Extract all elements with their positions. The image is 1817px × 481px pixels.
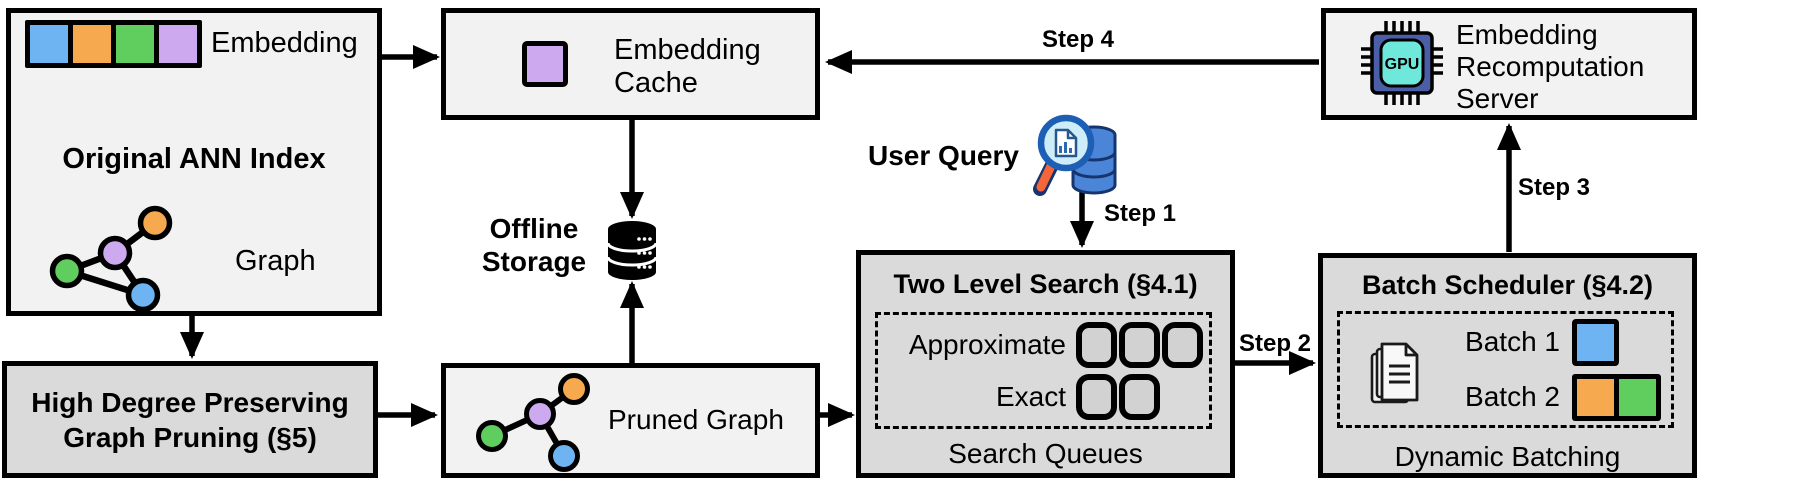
batch2-embedding-icons (1572, 373, 1661, 421)
approximate-queue-icons (1076, 321, 1209, 368)
ann-graph-icon (49, 205, 173, 313)
search-queues-caption: Search Queues (948, 438, 1143, 469)
embedding-cache-box: Embedding Cache (441, 8, 820, 120)
step1-label: Step 1 (1104, 200, 1177, 227)
high-degree-pruning-box: High Degree Preserving Graph Pruning (§5… (2, 361, 378, 478)
pruned-graph-icon (476, 373, 590, 472)
recomputation-server-title: Embedding Recomputation Server (1456, 19, 1645, 114)
original-ann-index-box: Embedding Original ANN Index Graph (6, 8, 382, 316)
batch-scheduler-box: Batch Scheduler (§4.2) Batch 1 Batch 2 (1318, 253, 1697, 478)
gpu-chip-icon: GPU (1361, 21, 1443, 105)
embedding-cell-blue (30, 25, 68, 63)
embedding-cell-green (116, 25, 154, 63)
offline-storage-label-line1: Offline (489, 213, 579, 244)
high-degree-pruning-title-line1: High Degree Preserving (31, 386, 349, 418)
embedding-label: Embedding (211, 27, 358, 59)
exact-queue-slot (1076, 373, 1117, 420)
embedding-vector-icon (25, 20, 202, 68)
search-queues-panel: Approximate Exact (875, 312, 1212, 429)
approximate-queue-slot (1076, 321, 1117, 368)
offline-storage-label: Offline Storage (468, 212, 600, 278)
offline-storage-label-line2: Storage (481, 246, 587, 277)
step3-label: Step 3 (1518, 174, 1591, 201)
pruned-graph-label: Pruned Graph (608, 404, 784, 435)
offline-storage-database-icon (606, 221, 658, 280)
pruned-graph-box: Pruned Graph (441, 363, 820, 478)
approximate-queue-slot (1162, 321, 1203, 368)
batch1-label: Batch 1 (1465, 326, 1560, 357)
exact-label: Exact (995, 380, 1066, 412)
exact-queue-icons (1076, 373, 1209, 420)
gpu-chip-label: GPU (1385, 56, 1420, 73)
two-level-search-title: Two Level Search (§4.1) (893, 269, 1198, 299)
dynamic-batching-panel: Batch 1 Batch 2 (1337, 311, 1674, 428)
user-query-icon (1033, 114, 1117, 196)
original-ann-index-title: Original ANN Index (62, 143, 326, 175)
approximate-label: Approximate (908, 328, 1066, 360)
query-documents-icon (1370, 342, 1419, 404)
batch1-embedding-icon (1572, 318, 1619, 366)
batch2-cell-green (1619, 378, 1656, 416)
embedding-cache-title: Embedding Cache (614, 34, 761, 99)
dynamic-batching-caption: Dynamic Batching (1394, 441, 1621, 472)
recomputation-server-box: GPU Embedding Recomputation Server (1321, 8, 1697, 120)
cached-embedding-icon (522, 41, 568, 87)
two-level-search-box: Two Level Search (§4.1) Approximate Exac… (856, 250, 1235, 478)
user-query-label: User Query (868, 140, 1019, 171)
embedding-cell-purple (159, 25, 197, 63)
embedding-cell-orange (73, 25, 111, 63)
graph-label: Graph (235, 245, 316, 277)
exact-queue-slot (1119, 373, 1160, 420)
batch2-label: Batch 2 (1465, 381, 1560, 412)
high-degree-pruning-title-line2: Graph Pruning (§5) (63, 421, 317, 453)
batch-scheduler-title: Batch Scheduler (§4.2) (1361, 270, 1654, 300)
step4-label: Step 4 (1042, 26, 1115, 53)
step2-label: Step 2 (1239, 330, 1312, 357)
approximate-queue-slot (1119, 321, 1160, 368)
batch2-cell-orange (1577, 378, 1614, 416)
